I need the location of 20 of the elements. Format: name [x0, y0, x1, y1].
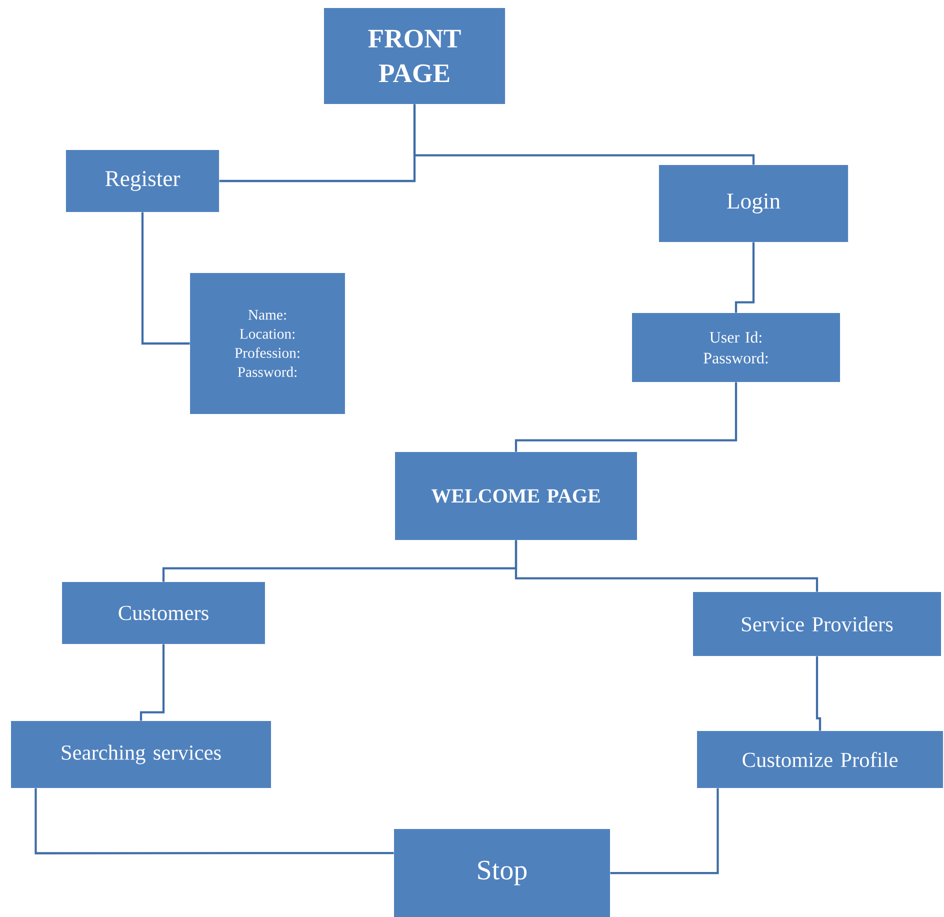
process-box: Customize Profile: [697, 730, 944, 788]
connector-line: [514, 382, 738, 452]
connector-line: [514, 540, 818, 592]
process-box: Register: [66, 150, 220, 212]
process-box: User Id: Password:: [632, 312, 840, 382]
process-box: Stop: [394, 829, 610, 917]
process-box: Service Providers: [693, 592, 942, 656]
connector-line: [734, 242, 755, 313]
process-box: WELCOME PAGE: [395, 452, 638, 540]
process-box: Name: Location: Profession: Password:: [190, 272, 345, 414]
process-box: Login: [658, 164, 848, 242]
process-box: Customers: [62, 582, 265, 644]
connector-line: [413, 104, 755, 165]
process-box: Searching services: [11, 721, 271, 788]
connector-line: [610, 788, 719, 874]
connector-line: [141, 212, 190, 345]
connector-line: [816, 656, 822, 731]
process-box: FRONT PAGE: [324, 8, 506, 104]
connector-line: [34, 788, 394, 854]
connector-line: [140, 644, 165, 721]
